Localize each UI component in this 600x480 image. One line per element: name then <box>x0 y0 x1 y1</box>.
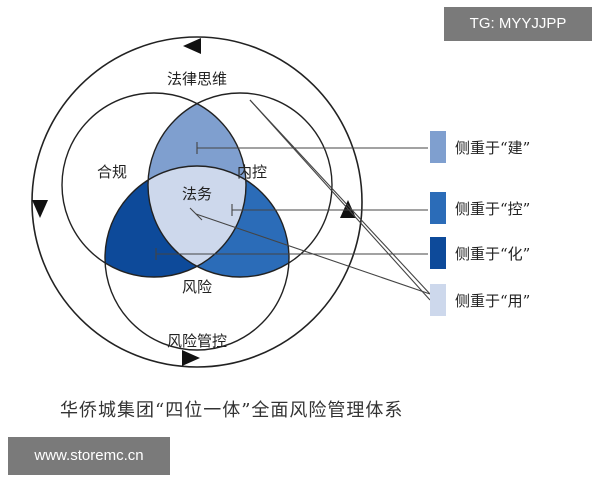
figure-caption: 华侨城集团“四位一体”全面风险管理体系 <box>60 400 404 421</box>
watermark-site: www.storemc.cn <box>8 437 170 475</box>
label-risk: 风险 <box>182 278 212 296</box>
legend-swatch-control <box>430 192 446 224</box>
connector-lines <box>155 99 431 301</box>
circle-compliance <box>61 92 247 278</box>
ring-arrow-bottom-icon <box>182 350 200 366</box>
watermark-tg: TG: MYYJJPP <box>444 7 592 41</box>
legend-swatch-build <box>430 131 446 163</box>
label-legal-affairs: 法务 <box>182 185 212 203</box>
circle-risk <box>104 165 290 351</box>
legend-swatch-use <box>430 284 446 316</box>
legend-label-use: 侧重于“用” <box>455 292 530 310</box>
circle-internal-control <box>147 92 333 278</box>
label-compliance: 合规 <box>97 163 127 181</box>
legend: 侧重于“建” 侧重于“控” 侧重于“化” 侧重于“用” <box>430 131 530 316</box>
legend-swatch-resolve <box>430 237 446 269</box>
legend-label-resolve: 侧重于“化” <box>455 245 530 263</box>
ring-arrow-left-icon <box>32 200 48 218</box>
legend-label-build: 侧重于“建” <box>455 139 530 157</box>
outer-ring <box>31 36 363 368</box>
label-internal-control: 内控 <box>237 163 267 181</box>
label-risk-control: 风险管控 <box>167 332 227 350</box>
legend-label-control: 侧重于“控” <box>455 200 530 218</box>
label-legal-thinking: 法律思维 <box>167 70 227 88</box>
ring-arrow-top-icon <box>183 38 201 54</box>
